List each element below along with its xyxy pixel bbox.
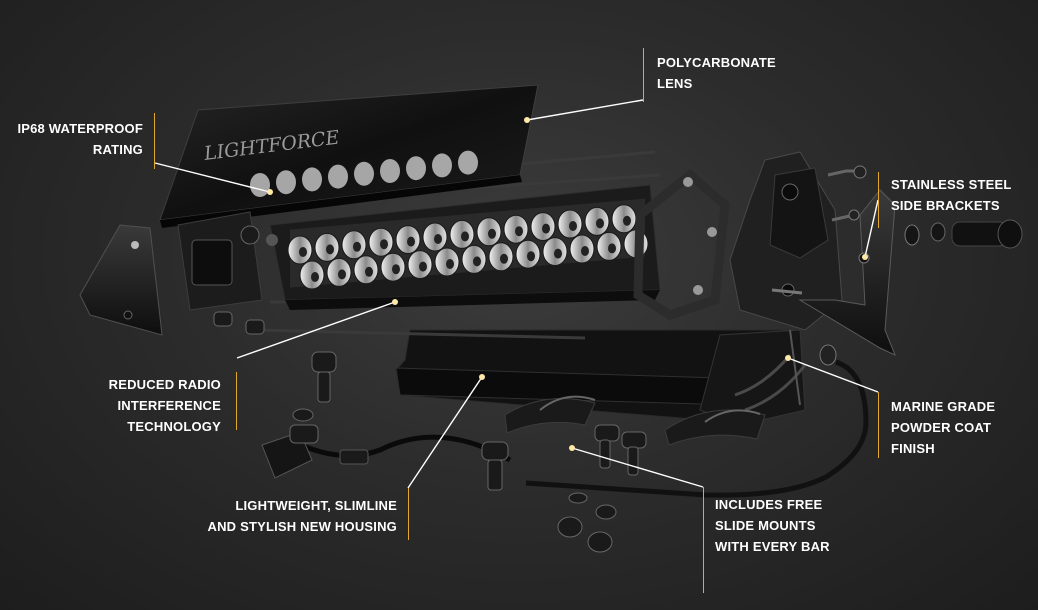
left-bracket bbox=[79, 224, 163, 336]
leader-brackets bbox=[864, 199, 879, 258]
callout-reduced-radio-interference: REDUCED RADIO INTERFERENCE TECHNOLOGY bbox=[109, 374, 221, 437]
accent-bar-brackets bbox=[878, 172, 879, 228]
accent-bar-lens bbox=[643, 48, 644, 102]
lens-led-highlight bbox=[276, 170, 296, 195]
callout-lightweight-housing: LIGHTWEIGHT, SLIMLINE AND STYLISH NEW HO… bbox=[208, 495, 398, 537]
reflector-led bbox=[608, 243, 616, 254]
leader-mounts bbox=[571, 447, 704, 488]
reflector-led bbox=[461, 231, 469, 242]
reflector-led bbox=[623, 215, 631, 226]
callout-line: MARINE GRADE bbox=[891, 399, 996, 414]
callout-free-slide-mounts: INCLUDES FREE SLIDE MOUNTS WITH EVERY BA… bbox=[715, 494, 830, 557]
leader-waterproof bbox=[154, 162, 271, 193]
reflector-led bbox=[326, 244, 334, 255]
reflector-led bbox=[500, 253, 508, 264]
reflector-led bbox=[407, 236, 415, 247]
leader-coat bbox=[787, 357, 879, 393]
reflector-led bbox=[596, 218, 604, 229]
reflector-led bbox=[353, 241, 361, 252]
callout-line: POLYCARBONATE bbox=[657, 55, 776, 70]
gasket-frame bbox=[633, 169, 730, 320]
reflector-led bbox=[365, 266, 373, 277]
reflector-led bbox=[473, 256, 481, 267]
left-end-cap bbox=[177, 211, 278, 311]
reflector-led bbox=[581, 246, 589, 256]
callout-polycarbonate-lens: POLYCARBONATE LENS bbox=[657, 52, 776, 94]
accent-bar-waterproof bbox=[154, 113, 155, 169]
lens-led-highlight bbox=[406, 156, 426, 181]
callout-marine-grade-coat: MARINE GRADE POWDER COAT FINISH bbox=[891, 396, 995, 459]
callout-line: POWDER COAT bbox=[891, 420, 992, 435]
callout-line: FINISH bbox=[891, 441, 935, 456]
reflector-led bbox=[569, 221, 577, 231]
reflector-led bbox=[515, 226, 523, 237]
lens-led-highlight bbox=[354, 161, 374, 186]
reflector-led bbox=[380, 239, 388, 250]
reflector-array bbox=[287, 204, 649, 290]
reflector-led bbox=[299, 247, 307, 257]
callout-line: IP68 WATERPROOF bbox=[17, 121, 143, 136]
lens-led-highlight bbox=[458, 150, 478, 175]
leader-dots bbox=[267, 117, 868, 451]
callout-line: LIGHTWEIGHT, SLIMLINE bbox=[235, 498, 397, 513]
reflector-led bbox=[311, 272, 319, 282]
reflector-led bbox=[446, 259, 454, 269]
callout-line: SLIDE MOUNTS bbox=[715, 518, 816, 533]
slide-mounts bbox=[504, 395, 766, 446]
callout-line: LENS bbox=[657, 76, 693, 91]
leader-housing bbox=[407, 376, 483, 489]
callout-line: REDUCED RADIO bbox=[108, 377, 221, 392]
reflector-led bbox=[434, 234, 442, 244]
callout-line: WITH EVERY BAR bbox=[715, 539, 830, 554]
reflector-led bbox=[488, 228, 496, 239]
leader-lines bbox=[154, 99, 879, 489]
right-end-cap bbox=[729, 151, 843, 331]
cable-gland bbox=[525, 344, 869, 498]
lens-led-highlight bbox=[328, 164, 348, 189]
bolts bbox=[213, 311, 647, 553]
callout-line: TECHNOLOGY bbox=[127, 419, 221, 434]
callout-ip68-waterproof: IP68 WATERPROOF RATING bbox=[17, 118, 143, 160]
lens-led-row bbox=[250, 150, 478, 197]
accent-bar-coat bbox=[878, 392, 879, 458]
reflector-led bbox=[419, 261, 427, 272]
accent-bar-housing bbox=[408, 488, 409, 540]
callout-line: STAINLESS STEEL bbox=[891, 177, 1012, 192]
reflector-led bbox=[554, 248, 562, 259]
accent-bar-radio bbox=[236, 372, 237, 430]
reflector-led bbox=[392, 264, 400, 275]
callout-line: SIDE BRACKETS bbox=[891, 198, 1000, 213]
accent-bar-mounts bbox=[703, 487, 704, 593]
callout-line: RATING bbox=[92, 142, 143, 157]
right-hardware bbox=[771, 165, 1023, 295]
callout-line: AND STYLISH NEW HOUSING bbox=[207, 519, 397, 534]
lens-led-highlight bbox=[380, 159, 400, 183]
lens-led-highlight bbox=[432, 153, 452, 178]
leader-lens bbox=[526, 99, 644, 121]
callout-line: INCLUDES FREE bbox=[715, 497, 823, 512]
callout-stainless-brackets: STAINLESS STEEL SIDE BRACKETS bbox=[891, 174, 1012, 216]
lens-led-highlight bbox=[302, 167, 322, 192]
lens-led-highlight bbox=[250, 173, 270, 197]
reflector-led bbox=[338, 269, 346, 280]
reflector-led bbox=[542, 223, 550, 234]
callout-line: INTERFERENCE bbox=[117, 398, 221, 413]
leader-radio bbox=[236, 301, 396, 359]
reflector-led bbox=[527, 251, 535, 262]
